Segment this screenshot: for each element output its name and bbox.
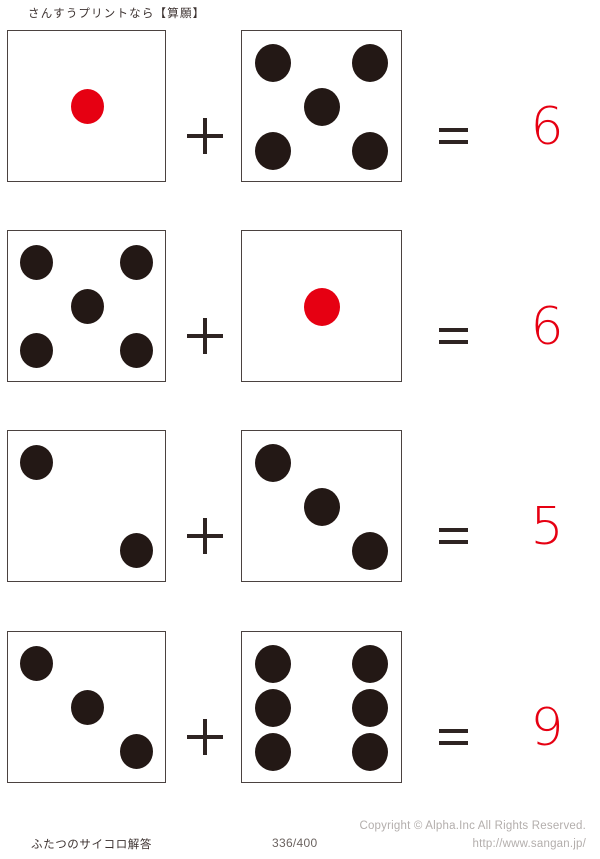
die-right [241,631,402,783]
equals-bottom-bar [439,340,468,344]
problem-row: 5 [0,430,600,582]
die-pip [20,646,53,681]
die-pip [71,289,104,324]
die-pip [20,245,53,280]
plus-vertical-bar [203,719,207,755]
equals-operator-icon [439,729,468,747]
die-pip [352,532,388,570]
equals-bottom-bar [439,540,468,544]
equals-operator-icon [439,128,468,146]
die-pip [255,733,291,771]
answer-value: 6 [530,97,564,157]
die-pip [120,333,153,368]
problem-row: 6 [0,30,600,182]
equals-bottom-bar [439,140,468,144]
die-pip [304,288,340,326]
die-left [7,230,166,382]
problem-row: 9 [0,631,600,783]
die-pip [352,689,388,727]
die-pip [304,488,340,526]
die-pip [255,444,291,482]
die-pip [255,645,291,683]
die-pip [20,445,53,480]
answer-value: 9 [530,698,564,758]
plus-vertical-bar [203,318,207,354]
die-left [7,631,166,783]
die-pip [255,132,291,170]
die-pip [20,333,53,368]
answer-value: 5 [530,497,564,557]
header-title: さんすうプリントなら【算願】 [28,6,206,20]
problem-row: 6 [0,230,600,382]
die-pip [120,734,153,769]
equals-top-bar [439,328,468,332]
footer-url[interactable]: http://www.sangan.jp/ [472,838,586,850]
equals-operator-icon [439,528,468,546]
die-right [241,30,402,182]
equals-top-bar [439,528,468,532]
die-pip [120,245,153,280]
die-pip [352,733,388,771]
equals-bottom-bar [439,741,468,745]
plus-operator-icon [187,318,223,354]
die-pip [304,88,340,126]
footer-title-label: ふたつのサイコロ解答 [31,837,152,851]
equals-top-bar [439,729,468,733]
die-right [241,430,402,582]
plus-vertical-bar [203,118,207,154]
page-header: さんすうプリントなら【算願】 [0,0,600,26]
die-pip [255,689,291,727]
die-pip [352,132,388,170]
equals-top-bar [439,128,468,132]
die-pip [352,645,388,683]
die-pip [352,44,388,82]
die-left [7,430,166,582]
die-pip [120,533,153,568]
equals-operator-icon [439,328,468,346]
footer-page-number: 336/400 [272,836,318,850]
die-pip [255,44,291,82]
plus-operator-icon [187,719,223,755]
die-right [241,230,402,382]
die-pip [71,690,104,725]
plus-operator-icon [187,118,223,154]
footer-copyright: Copyright © Alpha.Inc All Rights Reserve… [359,820,586,832]
plus-operator-icon [187,518,223,554]
die-pip [71,89,104,124]
die-left [7,30,166,182]
plus-vertical-bar [203,518,207,554]
page-footer: ふたつのサイコロ解答 336/400 Copyright © Alpha.Inc… [0,818,600,859]
answer-value: 6 [530,297,564,357]
